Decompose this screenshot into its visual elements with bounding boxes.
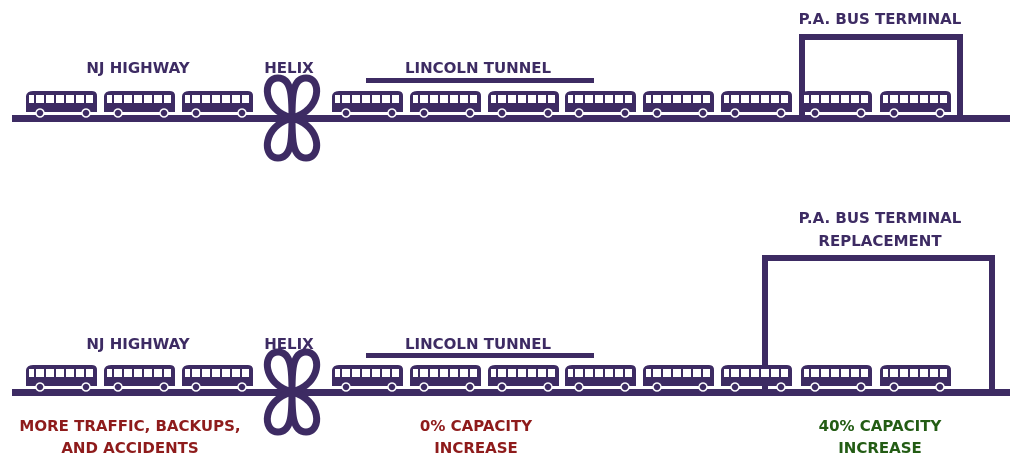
bus-icon: [181, 364, 254, 392]
tunnel-label: LINCOLN TUNNEL: [405, 59, 552, 77]
bus-icon: [181, 90, 254, 118]
bus-icon: [800, 364, 873, 392]
terminal-label: P.A. BUS TERMINAL: [799, 10, 962, 28]
tunnel-outcome: 0% CAPACITY: [420, 417, 533, 435]
tunnel-label: LINCOLN TUNNEL: [405, 335, 552, 353]
highway-outcome-line2: AND ACCIDENTS: [61, 439, 198, 457]
tunnel-bar: [366, 353, 594, 358]
bus-icon: [879, 90, 952, 118]
bus-icon: [331, 90, 404, 118]
bus-icon: [25, 90, 98, 118]
terminal-outcome-line2: INCREASE: [838, 439, 922, 457]
current-scenario: P.A. BUS TERMINAL NJ HIGHWAY HELIX LINCO…: [12, 10, 1010, 158]
bus-icon: [487, 90, 560, 118]
terminal-building: [762, 255, 995, 392]
bus-row: [25, 364, 952, 392]
bus-icon: [642, 364, 715, 392]
tunnel-bar: [366, 78, 594, 83]
bus-row: [25, 90, 952, 118]
bus-icon: [331, 364, 404, 392]
bus-icon: [720, 90, 793, 118]
tunnel-outcome-line2: INCREASE: [434, 439, 518, 457]
bus-icon: [564, 364, 637, 392]
bus-icon: [800, 90, 873, 118]
bus-icon: [879, 364, 952, 392]
bus-icon: [720, 364, 793, 392]
terminal-building: [799, 34, 963, 118]
helix-label: HELIX: [264, 59, 314, 77]
helix-label: HELIX: [264, 335, 314, 353]
future-scenario: P.A. BUS TERMINAL REPLACEMENT NJ HIGHWAY…: [12, 209, 1010, 457]
highway-label: NJ HIGHWAY: [86, 59, 190, 77]
bus-icon: [564, 90, 637, 118]
bus-icon: [409, 364, 482, 392]
terminal-label: P.A. BUS TERMINAL: [799, 209, 962, 227]
bus-icon: [409, 90, 482, 118]
highway-label: NJ HIGHWAY: [86, 335, 190, 353]
bus-icon: [487, 364, 560, 392]
road: [12, 115, 1010, 122]
bus-icon: [103, 364, 176, 392]
bus-icon: [642, 90, 715, 118]
road: [12, 389, 1010, 396]
terminal-label-line2: REPLACEMENT: [818, 232, 942, 250]
bus-icon: [103, 90, 176, 118]
bus-icon: [25, 364, 98, 392]
terminal-outcome: 40% CAPACITY: [819, 417, 943, 435]
highway-outcome: MORE TRAFFIC, BACKUPS,: [19, 417, 240, 435]
